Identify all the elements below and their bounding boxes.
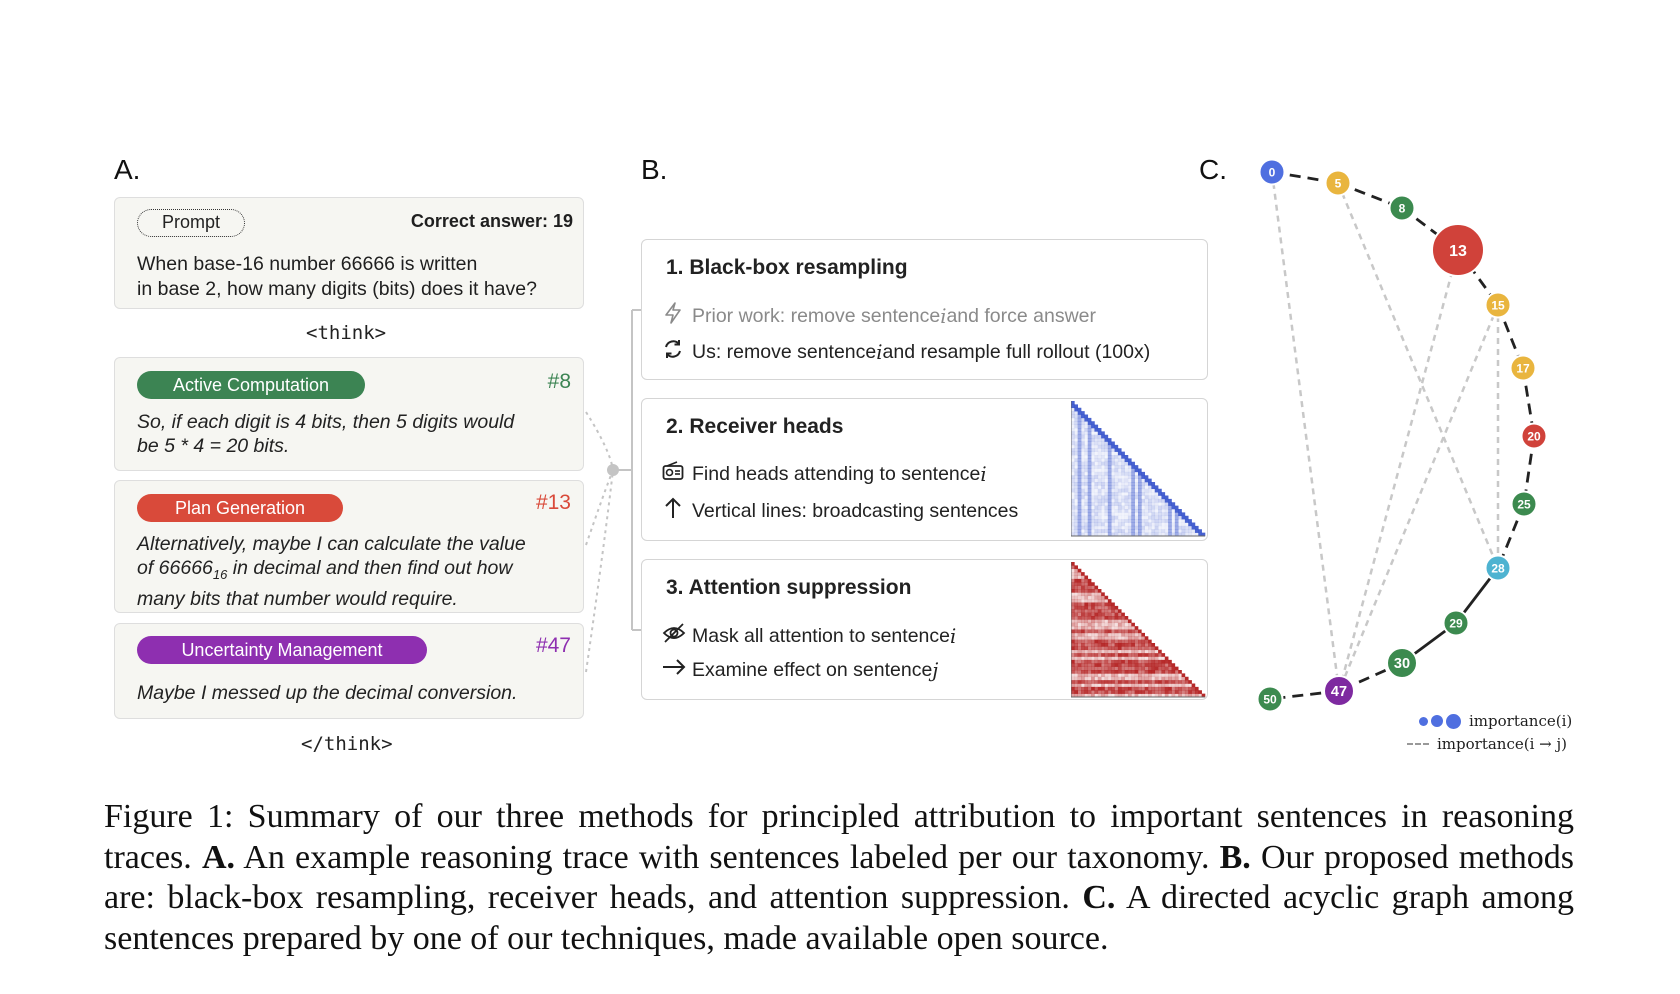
step-number: #13 xyxy=(535,491,571,514)
arrow-right-icon xyxy=(662,658,686,682)
prompt-card: Prompt Correct answer: 19 When base-16 n… xyxy=(114,197,584,309)
arrow-up-icon xyxy=(662,497,684,525)
graph-node-50: 50 xyxy=(1256,685,1284,713)
step-text-line: of 6666616 in decimal and then find out … xyxy=(137,557,513,582)
method-card-attention-suppression: 3. Attention suppression Mask all attent… xyxy=(641,559,1208,700)
radio-icon xyxy=(662,461,684,487)
legend-dot-small xyxy=(1419,716,1428,726)
legend-dot-large xyxy=(1446,713,1461,729)
panel-label-b: B. xyxy=(641,154,668,185)
graph-edge-13-47 xyxy=(1337,249,1460,692)
tag-pill: Plan Generation xyxy=(137,494,343,522)
step-text-line: Alternatively, maybe I can calculate the… xyxy=(137,533,526,555)
legend-edge-importance: importance(i → j) xyxy=(1407,735,1567,753)
graph-node-label: 13 xyxy=(1449,243,1467,260)
graph-node-8: 8 xyxy=(1388,194,1416,222)
graph-node-5: 5 xyxy=(1324,169,1352,197)
correct-answer: Correct answer: 19 xyxy=(410,211,573,231)
think-open-tag: <think> xyxy=(306,322,387,344)
graph-node-17: 17 xyxy=(1509,354,1537,382)
graph-node-label: 50 xyxy=(1263,692,1277,706)
sentence-graph: 0 5 8 13 15 17 20 25 28 29 30 47 50 xyxy=(1256,158,1548,713)
lightning-icon xyxy=(662,302,684,330)
step-card-active-computation: Active Computation #8 So, if each digit … xyxy=(114,357,584,471)
caption-a-text: An example reasoning trace with sentence… xyxy=(243,838,1210,876)
step-text: So, if each digit is 4 bits, then 5 digi… xyxy=(137,410,571,458)
step-text: Alternatively, maybe I can calculate the… xyxy=(137,532,571,611)
caption-b-text: Our proposed methods are: black-box resa… xyxy=(104,838,1575,917)
graph-node-label: 8 xyxy=(1399,201,1406,215)
legend-dot-medium xyxy=(1431,715,1443,727)
graph-node-label: 0 xyxy=(1269,165,1276,179)
method-title: 2. Receiver heads xyxy=(666,415,844,438)
method-line: Mask all attention to sentence i xyxy=(662,622,956,650)
graph-node-label: 30 xyxy=(1394,656,1410,672)
caption-c-label: C. xyxy=(1082,879,1116,916)
graph-node-label: 47 xyxy=(1331,684,1347,700)
legend-node-importance: importance(i) xyxy=(1419,712,1572,730)
method-line: Examine effect on sentence j xyxy=(662,658,938,682)
method-line: Vertical lines: broadcasting sentences xyxy=(662,497,1018,525)
prompt-text: When base-16 number 66666 is written in … xyxy=(137,252,537,302)
caption-prefix: Figure 1: Summary of our three methods f… xyxy=(104,798,1574,876)
legend-node-label: importance(i) xyxy=(1469,712,1573,730)
eye-off-icon xyxy=(662,622,686,650)
graph-node-15: 15 xyxy=(1484,291,1512,319)
caption-b-label: B. xyxy=(1219,838,1251,876)
step-text-line: many bits that number would require. xyxy=(137,587,458,610)
graph-node-20: 20 xyxy=(1520,422,1548,450)
step-card-uncertainty-management: Uncertainty Management #47 Maybe I messe… xyxy=(114,623,584,719)
graph-node-13: 13 xyxy=(1431,223,1485,277)
graph-node-label: 20 xyxy=(1527,429,1541,443)
graph-node-29: 29 xyxy=(1442,609,1470,637)
legend-dashed-line xyxy=(1407,743,1429,745)
method-line: Prior work: remove sentence i and force … xyxy=(662,302,1096,330)
graph-node-label: 5 xyxy=(1335,176,1342,190)
graph-node-47: 47 xyxy=(1323,675,1355,707)
heatmap-cells-red xyxy=(1071,562,1206,698)
step-text: Maybe I messed up the decimal conversion… xyxy=(137,681,571,705)
graph-edge-5-28 xyxy=(1336,182,1500,569)
tag-pill: Active Computation xyxy=(137,371,365,399)
method-title: 1. Black-box resampling xyxy=(666,256,908,279)
graph-node-label: 15 xyxy=(1491,298,1505,312)
attention-heatmap-blue xyxy=(1071,401,1206,537)
prompt-label: Prompt xyxy=(137,209,245,237)
graph-edge-0-47 xyxy=(1270,171,1341,692)
graph-node-0: 0 xyxy=(1258,158,1286,186)
step-number: #8 xyxy=(547,370,571,393)
refresh-icon xyxy=(662,338,684,366)
graph-node-label: 29 xyxy=(1449,616,1463,630)
step-text-line: be 5 * 4 = 20 bits. xyxy=(137,435,290,457)
think-close-tag: </think> xyxy=(301,733,393,755)
graph-node-25: 25 xyxy=(1510,490,1538,518)
prompt-line-1: When base-16 number 66666 is written xyxy=(137,253,478,275)
tag-pill: Uncertainty Management xyxy=(137,636,427,664)
caption-a-label: A. xyxy=(201,838,235,876)
graph-node-30: 30 xyxy=(1386,647,1418,679)
method-line: Find heads attending to sentence i xyxy=(662,461,987,487)
step-card-plan-generation: Plan Generation #13 Alternatively, maybe… xyxy=(114,480,584,613)
prompt-line-2: in base 2, how many digits (bits) does i… xyxy=(137,278,537,300)
graph-node-label: 28 xyxy=(1491,561,1505,575)
connector-lines xyxy=(585,309,642,673)
step-text-line: So, if each digit is 4 bits, then 5 digi… xyxy=(137,411,515,433)
graph-node-label: 25 xyxy=(1517,497,1531,511)
step-number: #47 xyxy=(535,634,571,657)
panel-label-a: A. xyxy=(114,154,141,185)
method-title: 3. Attention suppression xyxy=(666,576,912,599)
step-text-line: Maybe I messed up the decimal conversion… xyxy=(137,682,518,704)
caption-c-text: A directed acyclic graph among sentences… xyxy=(104,879,1574,957)
panel-label-c: C. xyxy=(1199,154,1227,185)
method-line: Us: remove sentence i and resample full … xyxy=(662,338,1150,366)
graph-edge-15-47 xyxy=(1337,304,1500,692)
graph-node-label: 17 xyxy=(1516,361,1530,375)
legend-edge-label: importance(i → j) xyxy=(1437,735,1567,753)
graph-node-28: 28 xyxy=(1484,554,1512,582)
method-card-receiver-heads: 2. Receiver heads Find heads attending t… xyxy=(641,398,1208,541)
attention-heatmap-red xyxy=(1071,562,1206,698)
heatmap-cells-blue xyxy=(1071,401,1206,537)
figure-caption: Figure 1: Summary of our three methods f… xyxy=(104,797,1574,959)
method-card-black-box-resampling: 1. Black-box resampling Prior work: remo… xyxy=(641,239,1208,380)
